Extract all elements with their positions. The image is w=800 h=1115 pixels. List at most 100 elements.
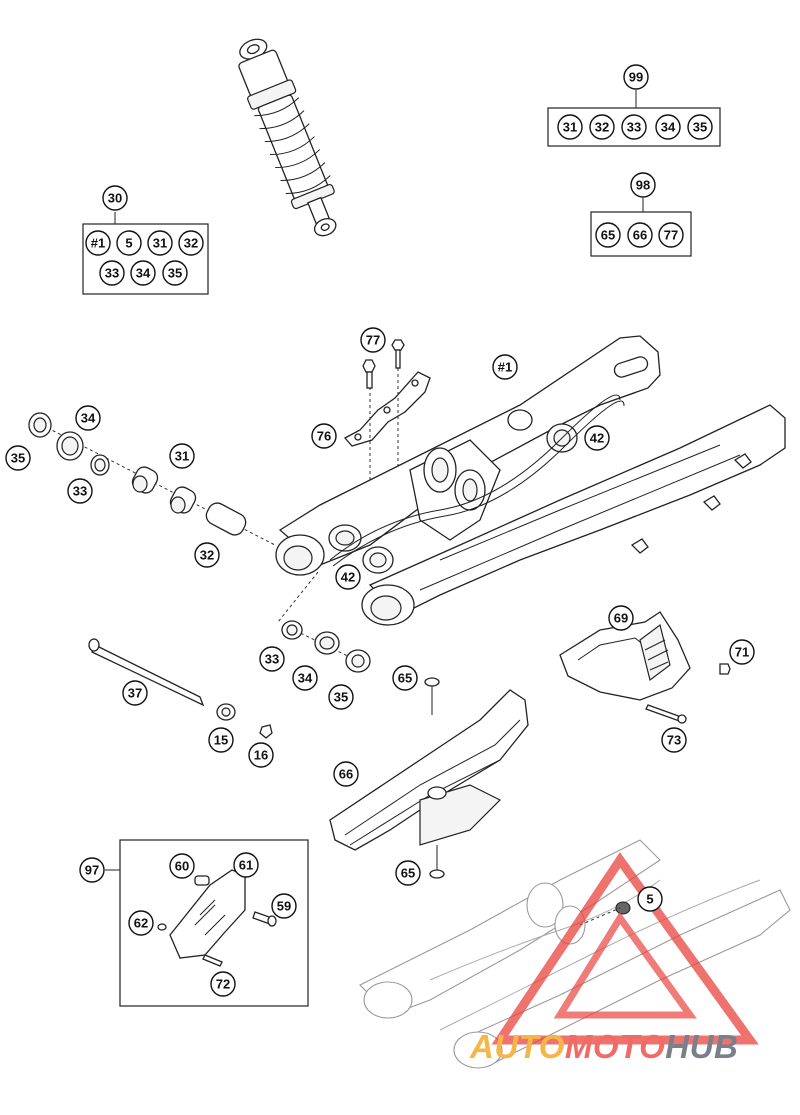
callout-30-31: 31 xyxy=(147,230,173,256)
callout-73: 73 xyxy=(661,727,687,753)
svg-text:30: 30 xyxy=(108,191,122,206)
kit-98-box xyxy=(590,198,692,257)
kit-30-box xyxy=(82,212,209,295)
callout-71: 71 xyxy=(729,639,755,665)
callout-76: 76 xyxy=(311,423,337,449)
callout-99-34: 34 xyxy=(655,114,681,140)
svg-text:62: 62 xyxy=(134,916,148,931)
svg-text:65: 65 xyxy=(398,671,412,686)
callout-33-lower: 33 xyxy=(259,646,285,672)
callout-69: 69 xyxy=(608,605,634,631)
callout-5: 5 xyxy=(637,886,663,912)
kit-97-box xyxy=(105,839,309,1007)
svg-text:35: 35 xyxy=(11,451,25,466)
assembly-ghost-view xyxy=(359,839,791,1069)
svg-text:32: 32 xyxy=(595,120,609,135)
svg-text:77: 77 xyxy=(366,333,380,348)
chain-guide xyxy=(559,611,731,724)
callout-61: 61 xyxy=(233,852,259,878)
callout-98-66: 66 xyxy=(627,222,653,248)
callout-30-1: #1 xyxy=(85,230,111,256)
automotohub-watermark: AUTOMOTOHUB xyxy=(470,1028,800,1078)
callout-65-upper: 65 xyxy=(392,665,418,691)
svg-text:61: 61 xyxy=(239,858,253,873)
svg-text:34: 34 xyxy=(661,120,676,135)
svg-text:71: 71 xyxy=(735,645,749,660)
callout-35-upper: 35 xyxy=(5,445,31,471)
svg-text:37: 37 xyxy=(128,686,142,701)
callout-66: 66 xyxy=(333,761,359,787)
svg-text:5: 5 xyxy=(125,236,132,251)
svg-text:66: 66 xyxy=(633,228,647,243)
svg-text:34: 34 xyxy=(136,266,151,281)
callout-42-upper: 42 xyxy=(584,425,610,451)
callout-30: 30 xyxy=(102,185,128,211)
callout-99-31: 31 xyxy=(557,114,583,140)
svg-text:35: 35 xyxy=(693,120,707,135)
callout-34-upper: 34 xyxy=(75,405,101,431)
svg-text:32: 32 xyxy=(200,548,214,563)
svg-text:98: 98 xyxy=(636,178,650,193)
svg-text:73: 73 xyxy=(667,733,681,748)
callout-30-35: 35 xyxy=(162,260,188,286)
callout-99: 99 xyxy=(623,64,649,90)
callout-65-lower: 65 xyxy=(395,860,421,886)
callout-99-33: 33 xyxy=(621,114,647,140)
pivot-bearing-stack-lower xyxy=(281,620,371,673)
svg-text:31: 31 xyxy=(153,236,167,251)
svg-text:32: 32 xyxy=(184,236,198,251)
svg-text:77: 77 xyxy=(664,228,678,243)
callout-59: 59 xyxy=(271,893,297,919)
svg-text:16: 16 xyxy=(254,748,268,763)
shock-absorber xyxy=(238,38,337,237)
pivot-axle xyxy=(88,638,273,739)
svg-text:42: 42 xyxy=(341,570,355,585)
kit-99-box xyxy=(547,90,721,147)
svg-text:35: 35 xyxy=(168,266,182,281)
svg-text:33: 33 xyxy=(265,652,279,667)
svg-text:69: 69 xyxy=(614,611,628,626)
svg-text:#1: #1 xyxy=(498,360,512,375)
svg-text:15: 15 xyxy=(214,733,228,748)
callout-97: 97 xyxy=(79,857,105,883)
watermark-auto: AUTO xyxy=(470,1028,565,1065)
svg-text:31: 31 xyxy=(563,120,577,135)
callout-30-33: 33 xyxy=(99,260,125,286)
chain-slider xyxy=(329,677,529,879)
watermark-hub: HUB xyxy=(665,1028,739,1065)
callout-30-32: 32 xyxy=(178,230,204,256)
chain-guide-bracket xyxy=(343,339,431,480)
callout-37: 37 xyxy=(122,680,148,706)
callout-99-35: 35 xyxy=(687,114,713,140)
svg-text:5: 5 xyxy=(646,892,653,907)
callout-34-lower: 34 xyxy=(292,665,318,691)
svg-text:60: 60 xyxy=(175,859,189,874)
callout-98-77: 77 xyxy=(658,222,684,248)
svg-text:35: 35 xyxy=(334,690,348,705)
callout-98: 98 xyxy=(630,172,656,198)
callout-62: 62 xyxy=(128,910,154,936)
callout-98-65: 65 xyxy=(595,222,621,248)
svg-text:34: 34 xyxy=(298,671,313,686)
callout-77: 77 xyxy=(360,327,386,353)
callout-60: 60 xyxy=(169,853,195,879)
svg-text:34: 34 xyxy=(81,411,96,426)
svg-text:72: 72 xyxy=(216,977,230,992)
callout-1: #1 xyxy=(492,354,518,380)
callout-99-32: 32 xyxy=(589,114,615,140)
swingarm xyxy=(275,335,786,626)
callout-30-5: 5 xyxy=(116,230,142,256)
svg-text:99: 99 xyxy=(629,70,643,85)
svg-text:65: 65 xyxy=(601,228,615,243)
callout-33-upper: 33 xyxy=(67,478,93,504)
callout-72: 72 xyxy=(210,971,236,997)
svg-text:97: 97 xyxy=(85,863,99,878)
watermark-moto: MOTO xyxy=(564,1028,666,1065)
callout-15: 15 xyxy=(208,727,234,753)
svg-text:33: 33 xyxy=(627,120,641,135)
callout-35-lower: 35 xyxy=(328,684,354,710)
svg-text:59: 59 xyxy=(277,899,291,914)
svg-text:31: 31 xyxy=(175,449,189,464)
pivot-bearing-stack-upper xyxy=(28,412,276,546)
